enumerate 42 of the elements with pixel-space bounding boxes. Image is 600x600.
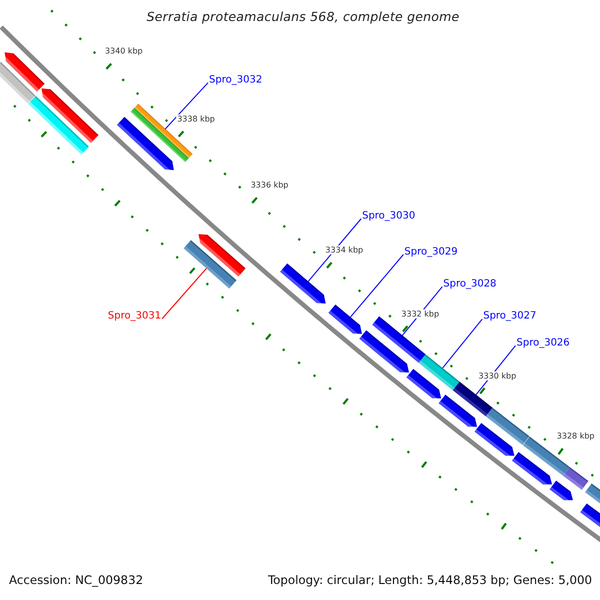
gene-label: Spro_3028: [443, 278, 496, 290]
gene-bar: [585, 483, 600, 506]
gene-label: Spro_3029: [404, 246, 458, 258]
gene-bar: [28, 96, 89, 155]
gene-label: Spro_3031: [108, 310, 162, 322]
gene-bar: [418, 354, 460, 390]
leader-line: [162, 268, 207, 320]
gene-label: Spro_3027: [483, 310, 536, 322]
accession-text: Accession: NC_009832: [9, 574, 144, 588]
scale-label: 3340 kbp: [104, 46, 144, 56]
gene-bar: [486, 408, 530, 445]
genome-stats-text: Topology: circular; Length: 5,448,853 bp; Genes: 5,000: [268, 574, 592, 588]
leader-line: [350, 254, 404, 318]
gene-bar: [359, 330, 410, 372]
gene-bar: [438, 394, 478, 427]
gene-bar: [328, 304, 362, 334]
scale-label: 3338 kbp: [176, 114, 216, 124]
gene-bar: [184, 240, 237, 289]
gene-bar: [280, 263, 326, 304]
scale-label: 3332 kbp: [400, 309, 440, 318]
leader-line: [164, 82, 209, 130]
gene-bar: [474, 423, 514, 456]
gene-bar: [116, 116, 174, 170]
gene-bar: [42, 88, 98, 144]
scale-label: 3334 kbp: [324, 246, 364, 255]
gene-bar: [0, 62, 36, 104]
gene-bar: [563, 467, 588, 490]
scale-label: 3328 kbp: [556, 432, 596, 441]
gene-bar: [512, 452, 552, 484]
gene-bar: [198, 234, 246, 277]
gene-bar: [406, 368, 442, 398]
gene-bar: [550, 480, 573, 500]
leader-line: [442, 318, 483, 369]
gene-bar: [452, 382, 493, 416]
gene-bar: [372, 316, 426, 363]
gene-label: Spro_3032: [209, 74, 262, 86]
gene-label: Spro_3026: [516, 336, 570, 348]
gene-label: Spro_3030: [362, 210, 416, 222]
title: Serratia proteamaculans 568, complete genome: [146, 10, 460, 24]
scale-label: 3336 kbp: [250, 180, 290, 190]
scale-label: 3330 kbp: [478, 371, 518, 380]
gene-bar: [4, 52, 45, 92]
